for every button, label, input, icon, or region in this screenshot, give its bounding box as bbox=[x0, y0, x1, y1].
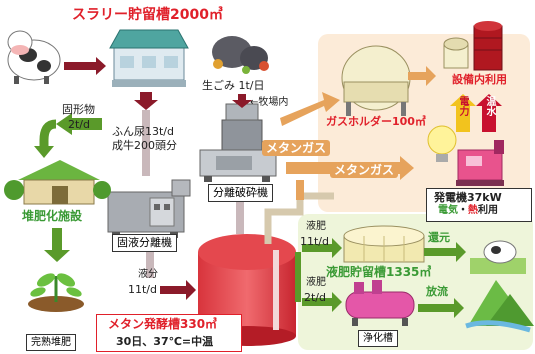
separator-machine-icon bbox=[107, 179, 191, 238]
hot-water-tag: 温水 bbox=[484, 96, 495, 116]
solids-rate: 2t/d bbox=[68, 118, 90, 131]
methane-gas-label-1: メタンガス bbox=[262, 140, 331, 156]
generator-icon bbox=[456, 140, 504, 186]
generator-use-suffix: 利用 bbox=[478, 205, 498, 216]
arrow-cow-to-tank bbox=[64, 57, 106, 75]
food-waste-icon bbox=[212, 36, 269, 74]
slurry-tank-label: スラリー貯留槽2000㎥ bbox=[72, 7, 223, 23]
silo-icon bbox=[443, 37, 469, 69]
bulb-icon bbox=[427, 125, 457, 162]
liquid-rate: 11t/d bbox=[128, 283, 157, 296]
digestate-rate-b: 2t/d bbox=[304, 291, 326, 304]
food-waste-label: 生ごみ 1t/日 bbox=[202, 79, 265, 92]
separator-label: 固液分離機 bbox=[112, 234, 177, 253]
liquid-label: 液分 bbox=[138, 269, 158, 280]
generator-use-electricity: 電気 bbox=[438, 205, 458, 216]
digester-title: メタン発酵槽330㎥ bbox=[108, 317, 218, 331]
sprout-icon bbox=[28, 273, 84, 312]
digestate-label-a: 液肥 bbox=[306, 221, 326, 232]
purification-label: 浄化槽 bbox=[358, 330, 398, 347]
digestate-rate-a: 11t/d bbox=[300, 235, 329, 248]
digestate-label-b: 液肥 bbox=[306, 277, 326, 288]
compost-facility-icon bbox=[4, 160, 111, 205]
gas-arrow-up bbox=[280, 92, 340, 126]
cattle-count: 成牛200頭分 bbox=[112, 139, 177, 152]
generator-use-heat: 熱 bbox=[468, 205, 478, 216]
generator-use: 電気・熱利用 bbox=[438, 206, 498, 216]
finished-compost-label: 完熟堆肥 bbox=[26, 334, 76, 351]
from-farm-label: ←牧場内 bbox=[250, 97, 289, 108]
cow-icon bbox=[7, 30, 61, 84]
gas-holder-icon bbox=[341, 45, 411, 116]
return-label: 還元 bbox=[428, 231, 450, 244]
solids-label: 固形物 bbox=[62, 103, 95, 116]
digester-label-box bbox=[96, 314, 242, 352]
generator-label-box bbox=[426, 188, 532, 222]
pipe-manure bbox=[142, 110, 150, 176]
mountain-icon bbox=[465, 280, 534, 333]
digester-condition: 30日、37℃=中温 bbox=[116, 335, 214, 348]
gas-holder-label: ガスホルダー100㎥ bbox=[326, 115, 426, 128]
methane-gas-label-2: メタンガス bbox=[330, 162, 399, 178]
compost-facility-label: 堆肥化施設 bbox=[22, 209, 83, 223]
crusher-label: 分離破砕機 bbox=[208, 184, 273, 203]
liquid-fertilizer-tank-label: 液肥貯留槽1335㎥ bbox=[326, 265, 432, 279]
field-icon bbox=[470, 240, 526, 274]
power-tag: 電力 bbox=[457, 96, 468, 116]
facility-use-label: 設備内利用 bbox=[452, 73, 507, 86]
hot-tank-icon bbox=[473, 21, 503, 71]
manure-rate: ふん尿13t/d bbox=[112, 125, 174, 138]
generator-title: 発電機37kW bbox=[434, 191, 502, 204]
arrow-tank-down bbox=[134, 92, 158, 110]
liquid-fertilizer-tank-icon bbox=[343, 225, 425, 263]
slurry-tank-icon bbox=[109, 29, 189, 87]
purification-tank-icon bbox=[345, 280, 415, 326]
discharge-label: 放流 bbox=[426, 285, 448, 298]
generator-use-separator: ・ bbox=[458, 205, 468, 216]
